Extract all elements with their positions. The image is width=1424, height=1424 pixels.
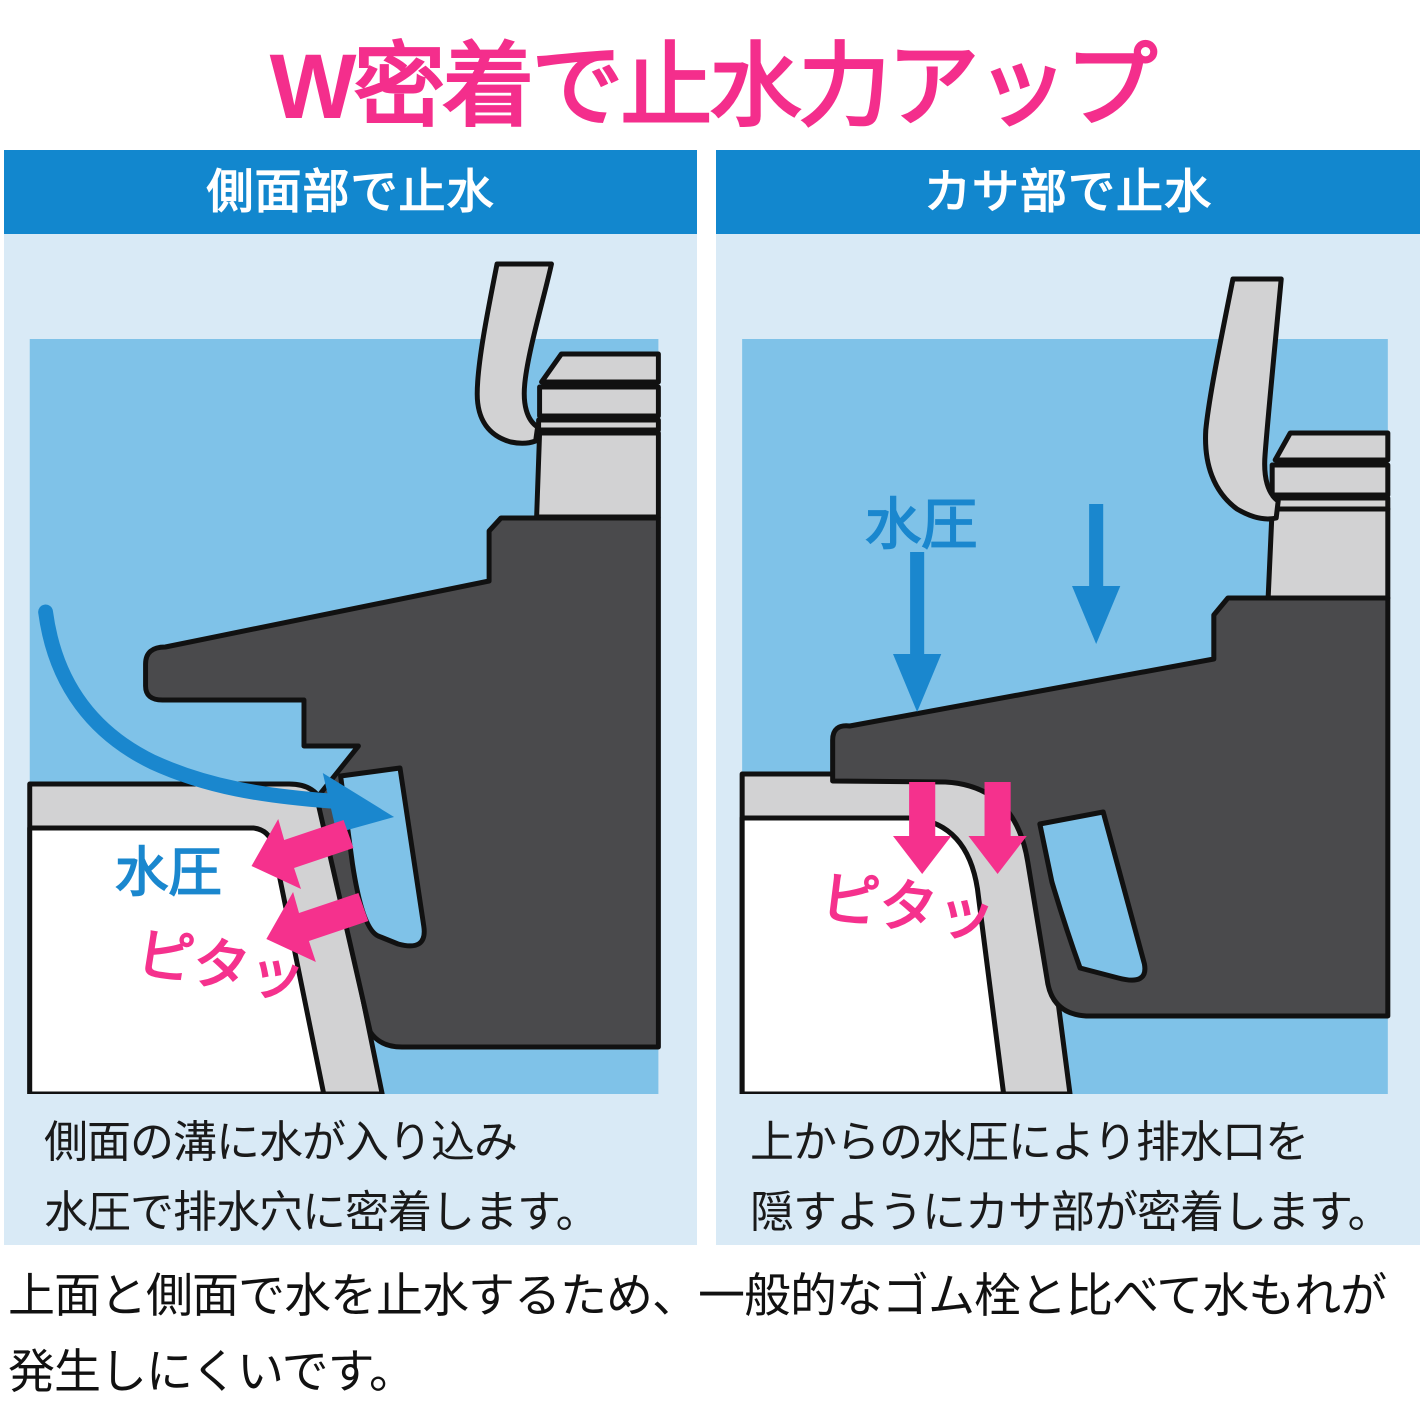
footer-text: 上面と側面で水を止水するため、一般的なゴム栓と比べて水もれが 発生しにくいです。 bbox=[8, 1258, 1420, 1410]
panel-side-seal: 側面部で止水 水圧 ピタッ 側面の溝に水が入り込み 水圧で排水穴に密着します。 bbox=[4, 150, 697, 1245]
panel-header-side-seal: 側面部で止水 bbox=[4, 150, 697, 234]
fit-arrow-icon bbox=[266, 892, 369, 962]
plug-handle bbox=[474, 261, 554, 446]
panel-cap-seal: カサ部で止水 bbox=[716, 150, 1420, 1245]
water-flow-arrowhead-icon bbox=[322, 773, 395, 833]
caption-line: 側面の溝に水が入り込み bbox=[44, 1118, 518, 1167]
plug-knob-top bbox=[1272, 430, 1391, 463]
caption-line: 上からの水圧により排水口を bbox=[750, 1118, 1309, 1167]
fit-arrow-icon bbox=[968, 782, 1027, 874]
plug-knob-ring bbox=[536, 417, 661, 433]
water-flow-arrow-icon bbox=[38, 604, 339, 809]
caption-line: 水圧で排水穴に密着します。 bbox=[44, 1187, 600, 1237]
plug-knob-band bbox=[537, 384, 661, 419]
cap-seal-diagram: 水圧 ピタッ bbox=[739, 276, 1391, 1094]
panel-header-cap-seal: カサ部で止水 bbox=[716, 150, 1420, 234]
fit-arrow-icon bbox=[893, 782, 952, 874]
plug-neck bbox=[534, 430, 661, 520]
water-pressure-arrow-icon bbox=[893, 552, 942, 712]
caption-line: 隠すようにカサ部が密着します。 bbox=[750, 1187, 1392, 1237]
plug-knob-top bbox=[539, 351, 661, 385]
footer-line: 上面と側面で水を止水するため、一般的なゴム栓と比べて水もれが bbox=[8, 1269, 1387, 1322]
cap-seal-caption: 上からの水圧により排水口を 隠すようにカサ部が密着します。 bbox=[716, 1094, 1420, 1247]
page-title: W密着で止水力アップ bbox=[269, 36, 1158, 138]
plug-knob-ring bbox=[1267, 495, 1391, 512]
water-pressure-label: 水圧 bbox=[115, 843, 222, 903]
pressure-arrow-icon bbox=[251, 819, 354, 889]
water-pressure-label: 水圧 bbox=[865, 493, 978, 556]
plug-neck bbox=[1265, 506, 1391, 601]
water-groove bbox=[1037, 809, 1148, 983]
side-seal-caption: 側面の溝に水が入り込み 水圧で排水穴に密着します。 bbox=[4, 1094, 697, 1247]
water-pressure-arrow-icon bbox=[1072, 504, 1121, 644]
plug-knob-band bbox=[1269, 462, 1391, 498]
sink-basin bbox=[739, 815, 1007, 1094]
footer-line: 発生しにくいです。 bbox=[8, 1345, 416, 1399]
plug-handle bbox=[1203, 276, 1284, 522]
side-seal-diagram: 水圧 ピタッ bbox=[27, 261, 661, 1094]
